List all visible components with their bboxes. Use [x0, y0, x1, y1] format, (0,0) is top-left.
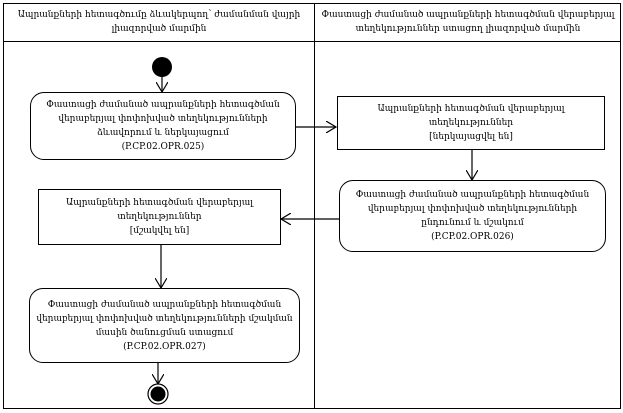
swimlane-header-left: Ապրանքների հետագծումը ձևակերպող՝ ժամանմա…	[17, 10, 301, 34]
swimlane-header-right: Փաստացի ժամանած ապրանքների հետագծման վեր…	[321, 10, 615, 34]
object-text: Ապրանքների հետագծման վերաբերյալ տեղեկութ…	[377, 104, 565, 128]
activity-code: (P.CP.02.OPR.027)	[123, 341, 206, 352]
activity-text: Փաստացի ժամանած ապրանքների հետագծման վեր…	[36, 299, 293, 338]
object-processed: Ապրանքների հետագծման վերաբերյալ տեղեկութ…	[38, 189, 281, 245]
final-node	[150, 386, 166, 402]
activity-code: (P.CP.02.OPR.026)	[431, 232, 514, 242]
initial-node	[152, 57, 172, 77]
object-state: [ներկայացվել են]	[429, 132, 513, 142]
object-state: [մշակվել են]	[129, 226, 190, 236]
activity-opr027: Փաստացի ժամանած ապրանքների հետագծման վեր…	[29, 288, 300, 363]
object-text: Ապրանքների հետագծման վերաբերյալ տեղեկութ…	[66, 198, 253, 222]
diagram-frame	[3, 3, 621, 409]
activity-text: Փաստացի ժամանած ապրանքների հետագծման վեր…	[46, 100, 280, 138]
activity-opr026: Փաստացի ժամանած ապրանքների հետագծման վեր…	[339, 180, 606, 252]
activity-text: Փաստացի ժամանած ապրանքների հետագծման վեր…	[355, 190, 590, 228]
activity-code: (P.CP.02.OPR.025)	[121, 142, 205, 152]
object-submitted: Ապրանքների հետագծման վերաբերյալ տեղեկութ…	[337, 96, 605, 150]
activity-opr025: Փաստացի ժամանած ապրանքների հետագծման վեր…	[30, 92, 296, 160]
